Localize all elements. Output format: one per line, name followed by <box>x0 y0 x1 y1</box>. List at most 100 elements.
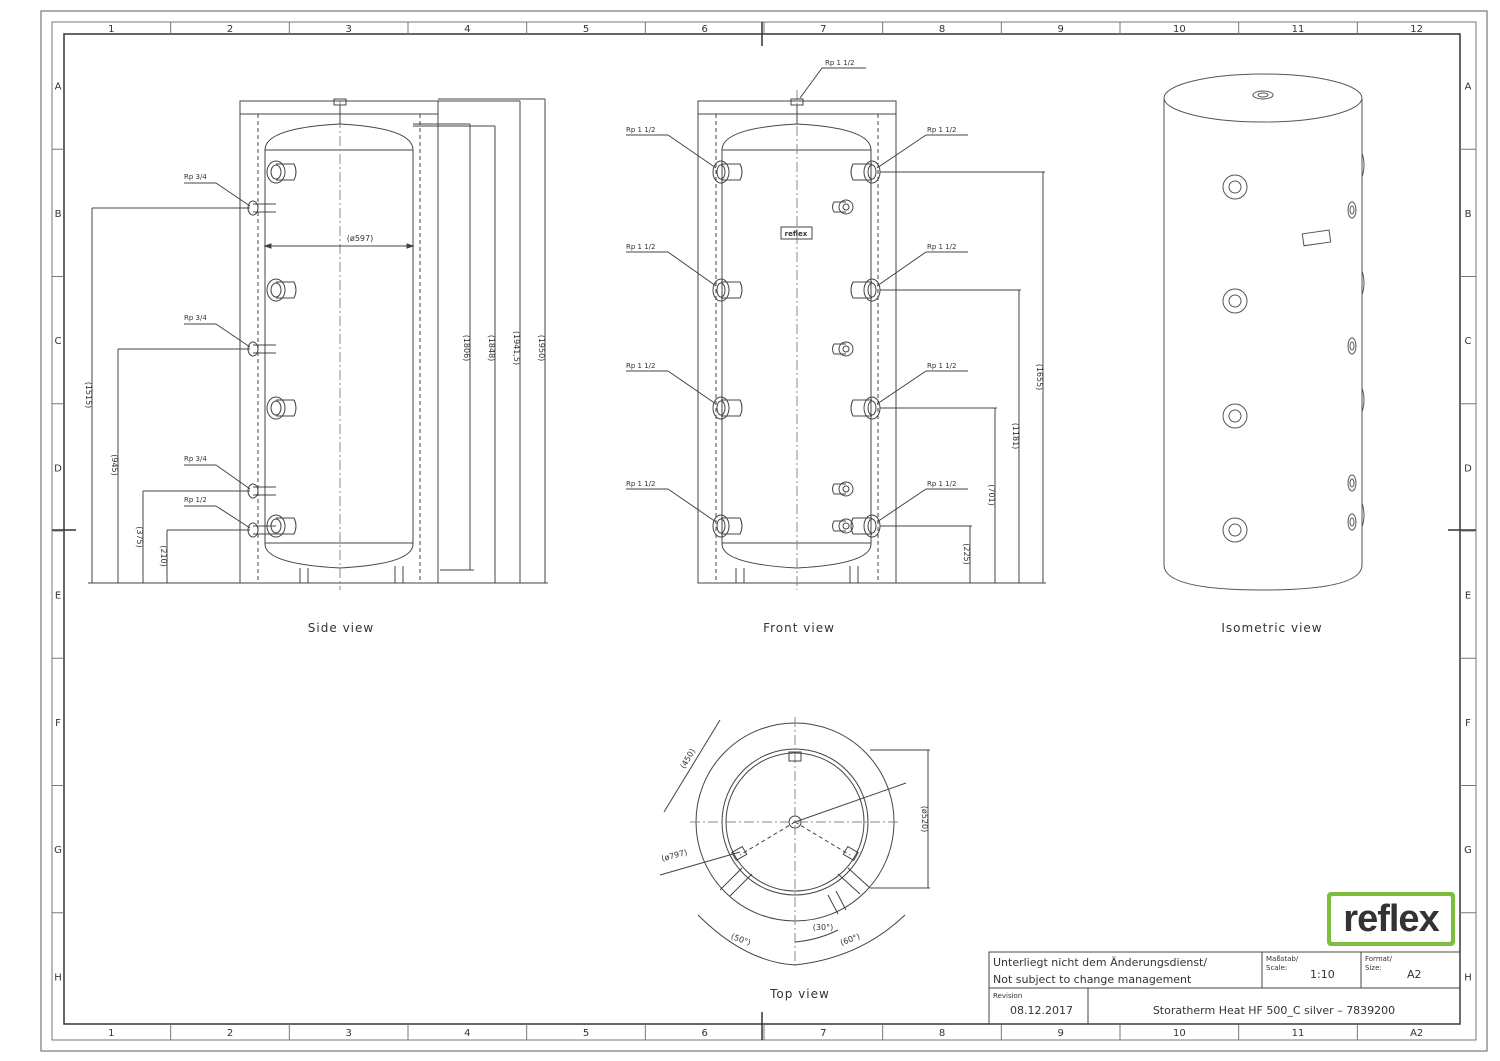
product-name: Storatherm Heat HF 500_C silver – 783920… <box>1153 1004 1395 1017</box>
nozzle-icon <box>1222 174 1248 200</box>
grid-col-label: 1 <box>108 1028 114 1039</box>
scale-value: 1:10 <box>1310 968 1335 981</box>
notice-en: Not subject to change management <box>993 973 1192 986</box>
grid-row-label: D <box>54 463 62 474</box>
nozzle-icon <box>266 278 286 302</box>
grid-col-label: 5 <box>583 1028 589 1039</box>
reflex-logo-text: reflex <box>1331 896 1451 942</box>
grid-row-label: A <box>1465 82 1472 93</box>
front-top-conn-label: Rp 1 1/2 <box>825 59 854 67</box>
grid-col-label: 3 <box>345 24 351 35</box>
grid-col-label: A2 <box>1410 1028 1423 1039</box>
front-badge: reflex <box>785 230 808 238</box>
grid-col-label: 2 <box>227 24 233 35</box>
grid-col-label: 3 <box>345 1028 351 1039</box>
grid-col-label: 6 <box>701 1028 707 1039</box>
front-view-label: Front view <box>763 621 835 635</box>
dim-375: (375) <box>135 526 144 548</box>
top-view <box>659 717 930 966</box>
sensor-socket-icon <box>838 199 854 215</box>
side-view-label: Side view <box>308 621 374 635</box>
nozzle-icon <box>1222 288 1248 314</box>
nozzle-icon <box>712 278 730 302</box>
dim-1950: (1950) <box>537 335 546 362</box>
dim-1515: (1515) <box>84 382 93 409</box>
grid-row-label: D <box>1464 463 1472 474</box>
sensor-socket-icon <box>838 518 854 534</box>
grid-col-label: 10 <box>1173 24 1186 35</box>
grid-row-label: E <box>1465 591 1471 602</box>
dim-797: (ø797) <box>660 848 688 864</box>
grid-row-label: C <box>55 336 62 347</box>
grid-row-label: H <box>1464 972 1472 983</box>
dim-50: (50°) <box>730 932 752 947</box>
front-left-conn-label: Rp 1 1/2 <box>626 362 655 370</box>
nozzle-icon <box>266 396 286 420</box>
grid-col-label: 4 <box>464 24 470 35</box>
grid-row-label: F <box>55 718 61 729</box>
grid-col-label: 4 <box>464 1028 470 1039</box>
grid-row-label: G <box>54 845 62 856</box>
grid-col-label: 10 <box>1173 1028 1186 1039</box>
dim-1941: (1941,5) <box>512 331 521 365</box>
scale-label: Maßstab/ <box>1266 955 1299 963</box>
grid-row-label: B <box>1465 209 1472 220</box>
grid-col-label: 8 <box>939 24 945 35</box>
grid-col-label: 2 <box>227 1028 233 1039</box>
grid-col-label: 11 <box>1292 1028 1305 1039</box>
nozzle-icon <box>712 396 730 420</box>
sensor-socket-icon <box>1347 513 1357 531</box>
grid-row-label: E <box>55 591 61 602</box>
grid-col-label: 12 <box>1410 24 1423 35</box>
isometric-view <box>1163 73 1365 591</box>
sensor-socket-icon <box>1347 337 1357 355</box>
nozzle-icon <box>1222 517 1248 543</box>
grid-col-label: 11 <box>1292 24 1305 35</box>
dim-210: (210) <box>159 545 168 567</box>
dim-450: (450) <box>679 747 698 770</box>
grid-row-label: G <box>1464 845 1472 856</box>
side-conn-label: Rp 3/4 <box>184 173 207 181</box>
grid-col-label: 8 <box>939 1028 945 1039</box>
sensor-socket-icon <box>1347 201 1357 219</box>
dim-1848: (1848) <box>487 335 496 362</box>
side-conn-label: Rp 3/4 <box>184 314 207 322</box>
notice-de: Unterliegt nicht dem Änderungsdienst/ <box>993 956 1207 969</box>
title-block <box>988 951 1461 1025</box>
nozzle-icon <box>712 160 730 184</box>
format-value: A2 <box>1407 968 1422 981</box>
front-right-conn-label: Rp 1 1/2 <box>927 243 956 251</box>
dim-701: (701) <box>987 484 996 506</box>
scale-label-en: Scale: <box>1266 964 1287 972</box>
grid-col-label: 1 <box>108 24 114 35</box>
dim-diameter: (ø597) <box>347 234 373 243</box>
grid-col-label: 6 <box>701 24 707 35</box>
grid-col-label: 9 <box>1057 1028 1063 1039</box>
nozzle-icon <box>1222 403 1248 429</box>
sensor-socket-icon <box>838 481 854 497</box>
front-left-conn-label: Rp 1 1/2 <box>626 480 655 488</box>
grid-col-label: 9 <box>1057 24 1063 35</box>
reflex-logo: reflex <box>1327 892 1455 946</box>
grid-col-label: 7 <box>820 1028 826 1039</box>
grid-col-label: 5 <box>583 24 589 35</box>
dim-945: (945) <box>110 454 119 476</box>
nozzle-icon <box>266 160 286 184</box>
grid-row-label: A <box>55 82 62 93</box>
dim-1655: (1655) <box>1035 364 1044 391</box>
front-left-conn-label: Rp 1 1/2 <box>626 126 655 134</box>
side-conn-label: Rp 1/2 <box>184 496 207 504</box>
grid-col-label: 7 <box>820 24 826 35</box>
side-view <box>88 98 548 590</box>
format-label-en: Size: <box>1365 964 1382 972</box>
dim-60: (60°) <box>839 932 861 947</box>
front-view <box>626 67 1046 590</box>
grid-row-label: B <box>55 209 62 220</box>
dim-520: (ø520) <box>920 806 929 832</box>
format-label: Format/ <box>1365 955 1393 963</box>
grid-row-label: F <box>1465 718 1471 729</box>
front-right-conn-label: Rp 1 1/2 <box>927 480 956 488</box>
dim-1806: (1806) <box>462 335 471 362</box>
front-right-conn-label: Rp 1 1/2 <box>927 126 956 134</box>
